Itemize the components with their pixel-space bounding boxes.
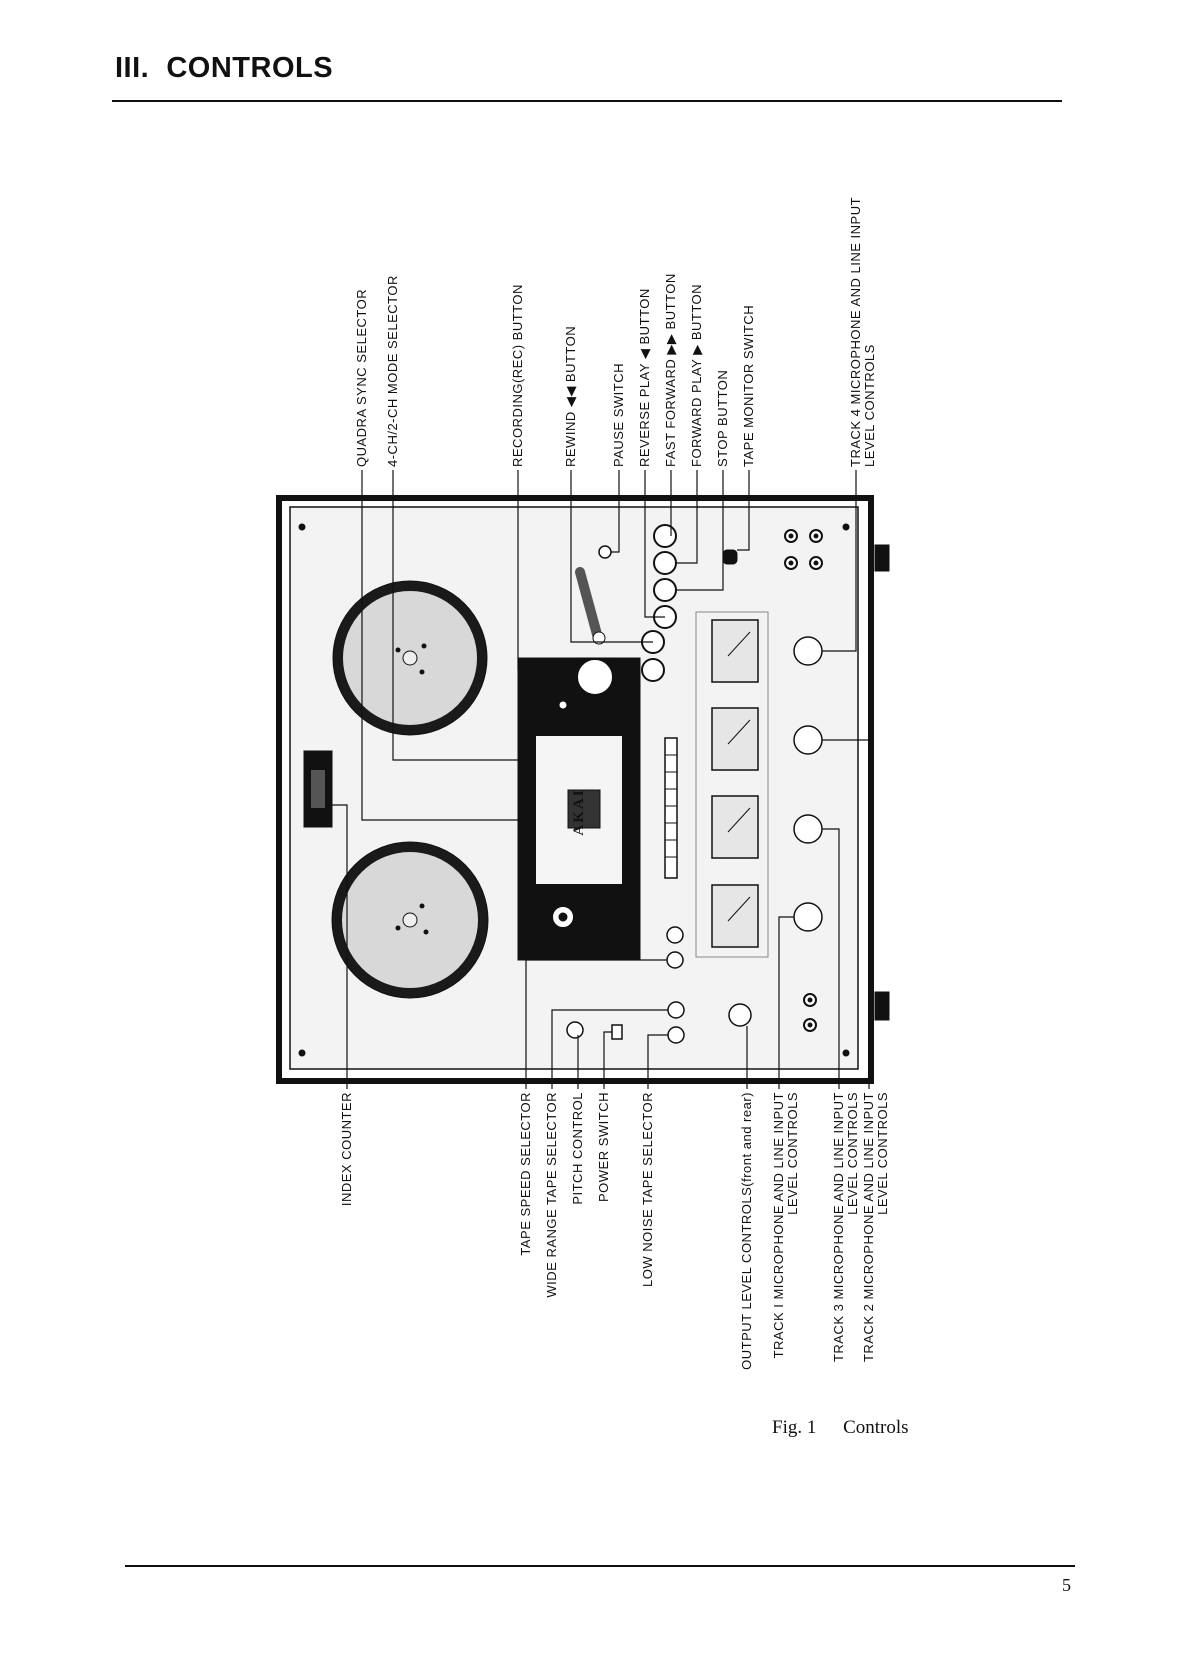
header-rule	[112, 100, 1062, 102]
bottom-leader-1	[525, 959, 667, 1089]
bottom-label-9: TRACK 2 MICROPHONE AND LINE INPUT	[861, 1092, 876, 1362]
bottom-leader-9	[822, 739, 870, 1089]
top-label-1: 4-CH/2-CH MODE SELECTOR	[385, 275, 400, 467]
figure-caption: Fig. 1 Controls	[772, 1417, 909, 1439]
bottom-label-7-line2: LEVEL CONTROLS	[785, 1092, 800, 1215]
top-leader-7	[676, 470, 698, 564]
top-label-8: STOP BUTTON	[715, 370, 730, 467]
bottom-leader-0	[332, 804, 348, 1089]
top-leader-4	[611, 470, 620, 553]
bottom-label-8-line2: LEVEL CONTROLS	[845, 1092, 860, 1215]
bottom-label-2: WIDE RANGE TAPE SELECTOR	[544, 1092, 559, 1298]
figure-caption-title: Controls	[843, 1417, 909, 1438]
top-leader-10	[822, 470, 857, 652]
bottom-label-7: TRACK I MICROPHONE AND LINE INPUT	[771, 1092, 786, 1358]
vu-meter-1	[711, 884, 759, 948]
top-label-2: RECORDING(REC) BUTTON	[510, 284, 525, 467]
deck-outer-frame	[276, 495, 874, 1084]
bottom-leader-2	[551, 1009, 668, 1089]
top-leader-0	[361, 470, 520, 821]
right-foot-bottom	[874, 991, 890, 1021]
vu-meter-2	[711, 795, 759, 859]
top-label-5: REVERSE PLAY ◀ BUTTON	[637, 288, 652, 467]
label-layer: QUADRA SYNC SELECTOR 4-CH/2-CH MODE SELEC…	[339, 197, 890, 1370]
top-leader-3	[570, 470, 653, 643]
bottom-label-4: POWER SWITCH	[596, 1092, 611, 1202]
section-heading: III. CONTROLS	[115, 52, 333, 85]
bottom-label-0: INDEX COUNTER	[339, 1092, 354, 1206]
top-leader-8	[676, 470, 724, 591]
bottom-label-1: TAPE SPEED SELECTOR	[518, 1092, 533, 1256]
bottom-label-3: PITCH CONTROL	[570, 1092, 585, 1205]
top-label-6: FAST FORWARD ▶▶ BUTTON	[663, 273, 678, 467]
right-foot-top	[874, 544, 890, 572]
label-leader-lines	[332, 470, 870, 1089]
section-number: III.	[115, 52, 150, 84]
vu-meter-3	[711, 707, 759, 771]
bottom-leader-7	[778, 916, 794, 1089]
top-leader-2	[517, 470, 555, 671]
vu-meter-4	[711, 619, 759, 683]
bottom-leader-5	[647, 1034, 668, 1089]
top-label-10-line2: LEVEL CONTROLS	[862, 344, 877, 467]
top-label-7: FORWARD PLAY ▶ BUTTON	[689, 284, 704, 467]
bottom-leader-4	[603, 1031, 612, 1089]
top-leader-1	[392, 470, 535, 761]
top-leader-5	[644, 470, 665, 618]
tape-deck-illustration: AKAI	[276, 495, 890, 1084]
tension-arm	[575, 567, 603, 643]
bottom-label-6: OUTPUT LEVEL CONTROLS(front and rear)	[739, 1092, 754, 1370]
top-label-9: TAPE MONITOR SWITCH	[741, 305, 756, 467]
top-label-0: QUADRA SYNC SELECTOR	[354, 289, 369, 467]
top-label-4: PAUSE SWITCH	[611, 363, 626, 467]
bottom-label-9-line2: LEVEL CONTROLS	[875, 1092, 890, 1215]
bottom-label-8: TRACK 3 MICROPHONE AND LINE INPUT	[831, 1092, 846, 1362]
bottom-label-5: LOW NOISE TAPE SELECTOR	[640, 1092, 655, 1287]
page-number: 5	[1062, 1575, 1071, 1595]
top-label-10: TRACK 4 MICROPHONE AND LINE INPUT	[848, 197, 863, 467]
bottom-leader-8	[822, 828, 840, 1089]
brand-logo: AKAI	[571, 788, 587, 835]
section-title: CONTROLS	[166, 52, 334, 84]
top-label-3: REWIND ◀◀ BUTTON	[563, 326, 578, 467]
top-leader-9	[737, 470, 750, 551]
figure-caption-number: Fig. 1	[772, 1417, 817, 1438]
footer-rule	[125, 1565, 1075, 1567]
